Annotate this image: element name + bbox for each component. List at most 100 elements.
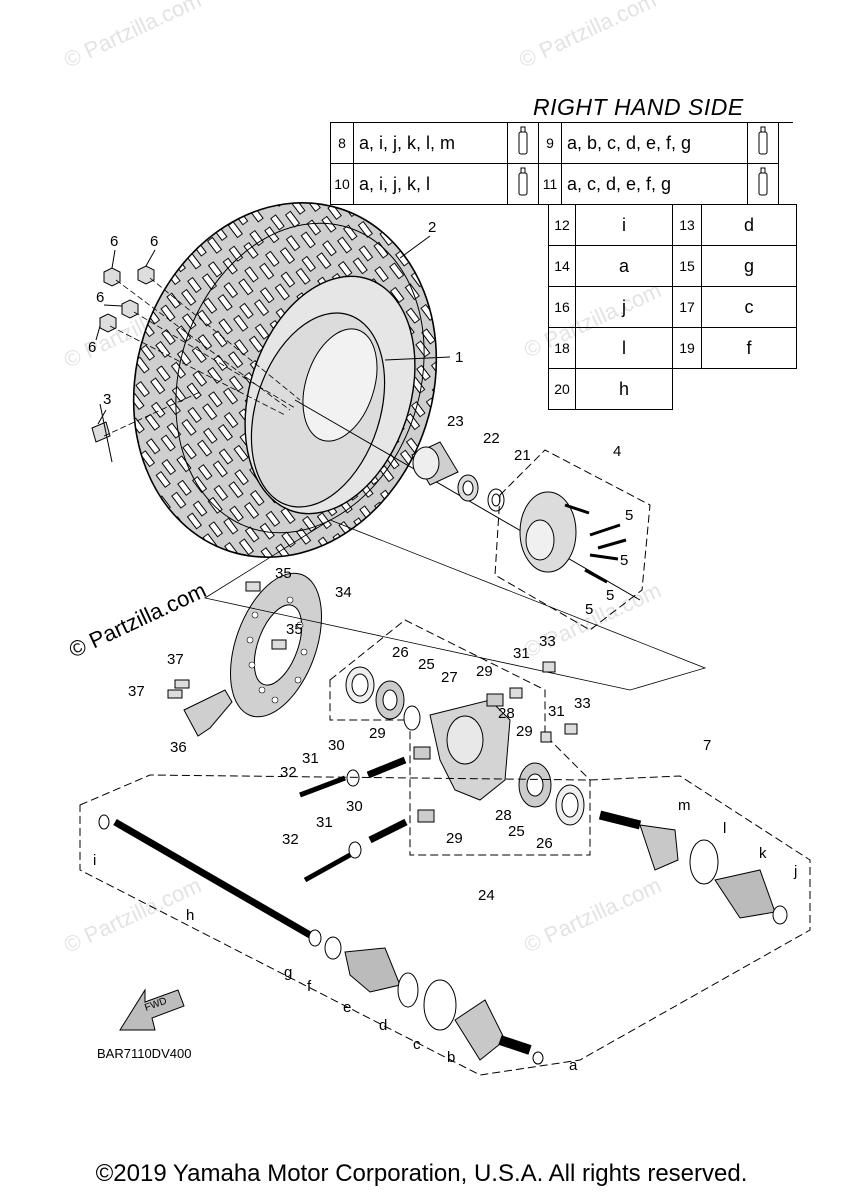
callout: 30: [346, 798, 363, 815]
grease-points: a, b, c, d, e, f, g: [561, 122, 748, 164]
component-letter: g: [701, 245, 797, 287]
callout: 4: [613, 443, 621, 460]
part-labels: 2 1 6 6 6 6 3 23 22 21 4 5 5 5 5 35 34 3…: [88, 219, 797, 1074]
part-number: 17: [672, 286, 702, 328]
callout: 36: [170, 739, 187, 756]
callout: 5: [625, 507, 633, 524]
callout: 29: [369, 725, 386, 742]
knuckle: [413, 693, 511, 823]
callout: c: [413, 1036, 421, 1053]
callout: j: [793, 863, 797, 880]
grease-points: a, i, j, k, l: [353, 163, 508, 205]
driveshaft-assembly-box: [79, 774, 811, 1076]
grease-tube-icon: [507, 163, 539, 205]
callout: 28: [495, 807, 512, 824]
wheel-rim: [244, 275, 416, 515]
callout: 37: [128, 683, 145, 700]
callout: h: [186, 907, 194, 924]
callout: 31: [316, 814, 333, 831]
callout: b: [447, 1049, 455, 1066]
callout: 32: [282, 831, 299, 848]
callout: 23: [447, 413, 464, 430]
grease-tube-icon: [747, 163, 779, 205]
part-number: 14: [548, 245, 576, 287]
callout: 34: [335, 584, 352, 601]
callout: 6: [96, 289, 104, 306]
part-number: 18: [548, 327, 576, 369]
callout: 37: [167, 651, 184, 668]
grease-legend-table: 8 a, i, j, k, l, m 9 a, b, c, d, e, f, g…: [330, 122, 779, 205]
callout: 3: [103, 391, 111, 408]
callout: 29: [446, 830, 463, 847]
callout: 6: [150, 233, 158, 250]
callout: 22: [483, 430, 500, 447]
disc-outline-lines: [203, 519, 707, 691]
callout: 27: [441, 669, 458, 686]
callout: 24: [478, 887, 495, 904]
callout: 6: [88, 339, 96, 356]
callout: 31: [302, 750, 319, 767]
copyright-notice: ©2019 Yamaha Motor Corporation, U.S.A. A…: [95, 1160, 748, 1187]
part-number: 8: [330, 122, 354, 164]
callout: 28: [498, 705, 515, 722]
callout: 25: [508, 823, 525, 840]
component-letter: h: [575, 368, 673, 410]
boot-inner: [308, 929, 457, 1031]
callout: 35: [286, 621, 303, 638]
callout: 26: [392, 644, 409, 661]
bolt: [245, 581, 287, 650]
callout: l: [723, 820, 726, 837]
component-legend-table: 12 i 13 d 14 a 15 g 16 j 17 c 18 l 19 f …: [548, 204, 797, 410]
callout: 5: [585, 601, 593, 618]
legend-row: 8 a, i, j, k, l, m 9 a, b, c, d, e, f, g: [330, 122, 779, 164]
callout: 5: [606, 587, 614, 604]
hub-assembly-box: [494, 449, 651, 631]
component-letter: f: [701, 327, 797, 369]
circlip: [98, 814, 110, 830]
lug-nut-group: [91, 265, 301, 443]
legend-row: 18 l 19 f: [548, 327, 797, 369]
callout: g: [284, 964, 292, 981]
callout: 21: [514, 447, 531, 464]
component-letter: j: [575, 286, 673, 328]
diagram-code: BAR7110DV400: [97, 1046, 192, 1061]
callout: e: [343, 999, 351, 1016]
legend-row: 10 a, i, j, k, l 11 a, c, d, e, f, g: [330, 163, 779, 205]
spacer-collar: [411, 441, 459, 486]
callout: 31: [548, 703, 565, 720]
legend-row: 14 a 15 g: [548, 245, 797, 287]
grease-points: a, c, d, e, f, g: [561, 163, 748, 205]
callout: 5: [620, 552, 628, 569]
knuckle-assembly-box: [329, 619, 591, 856]
callout: 7: [703, 737, 711, 754]
bolt: [299, 661, 578, 883]
callout: 2: [428, 219, 436, 236]
legend-row: 20 h: [548, 368, 797, 410]
callout: 31: [513, 645, 530, 662]
callout: 29: [476, 663, 493, 680]
legend-row: 16 j 17 c: [548, 286, 797, 328]
bracket: [167, 679, 233, 737]
bearing: [345, 666, 421, 731]
drive-shaft: [113, 818, 312, 939]
diagram-title: RIGHT HAND SIDE: [533, 94, 744, 120]
callout: 6: [110, 233, 118, 250]
part-number: 13: [672, 204, 702, 246]
callout: 29: [516, 723, 533, 740]
bearing: [518, 762, 585, 826]
grease-points: a, i, j, k, l, m: [353, 122, 508, 164]
component-letter: c: [701, 286, 797, 328]
callout: a: [569, 1057, 578, 1074]
callout: 30: [328, 737, 345, 754]
callout: f: [307, 978, 312, 995]
callout: k: [759, 845, 767, 862]
forward-arrow-icon: FWD: [119, 988, 185, 1031]
callout: 26: [536, 835, 553, 852]
callout: d: [379, 1017, 387, 1034]
callout: 35: [275, 565, 292, 582]
component-letter: d: [701, 204, 797, 246]
cv-joint-inner: [454, 999, 544, 1065]
callout: m: [678, 797, 691, 814]
